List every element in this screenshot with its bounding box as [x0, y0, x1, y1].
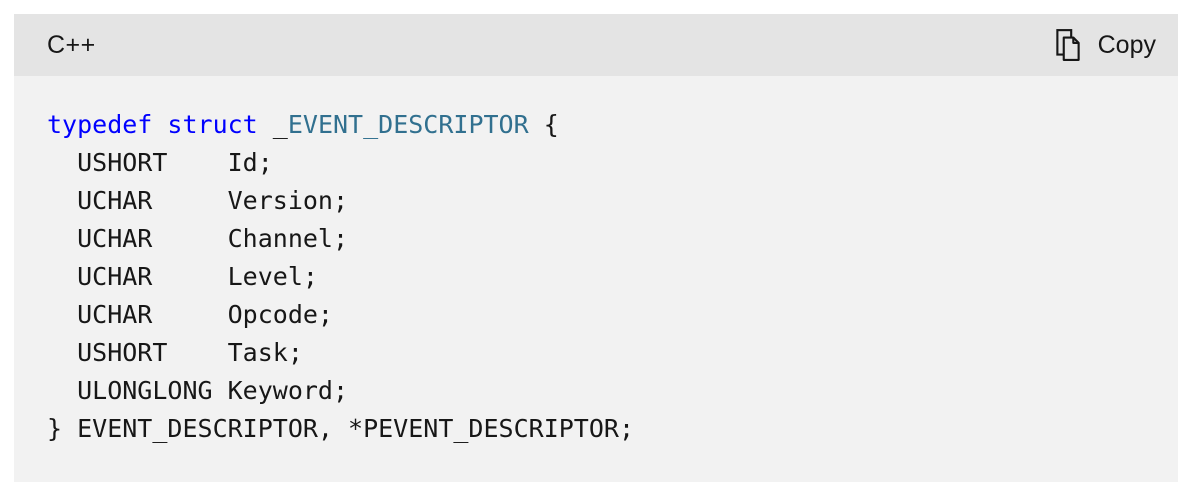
code-line: UCHAR Opcode;: [47, 300, 333, 329]
code-line: UCHAR Version;: [47, 186, 349, 215]
code-line: USHORT Id;: [47, 148, 273, 177]
copy-icon: [1052, 28, 1084, 62]
copy-button[interactable]: Copy: [1052, 28, 1156, 62]
code-line: ULONGLONG Keyword;: [47, 376, 349, 405]
copy-button-label: Copy: [1097, 30, 1156, 59]
code-line: UCHAR Channel;: [47, 224, 349, 253]
code-line: } EVENT_DESCRIPTOR, *PEVENT_DESCRIPTOR;: [47, 414, 634, 443]
code-line: typedef struct _EVENT_DESCRIPTOR {: [47, 110, 559, 139]
language-label: C++: [47, 30, 96, 59]
code-block-header: C++ Copy: [14, 14, 1178, 76]
code-block: C++ Copy typedef struct _EVENT_DESCRIPTO…: [14, 14, 1178, 482]
code-line: USHORT Task;: [47, 338, 303, 367]
code-content: typedef struct _EVENT_DESCRIPTOR { USHOR…: [14, 76, 1178, 482]
code-line: UCHAR Level;: [47, 262, 318, 291]
